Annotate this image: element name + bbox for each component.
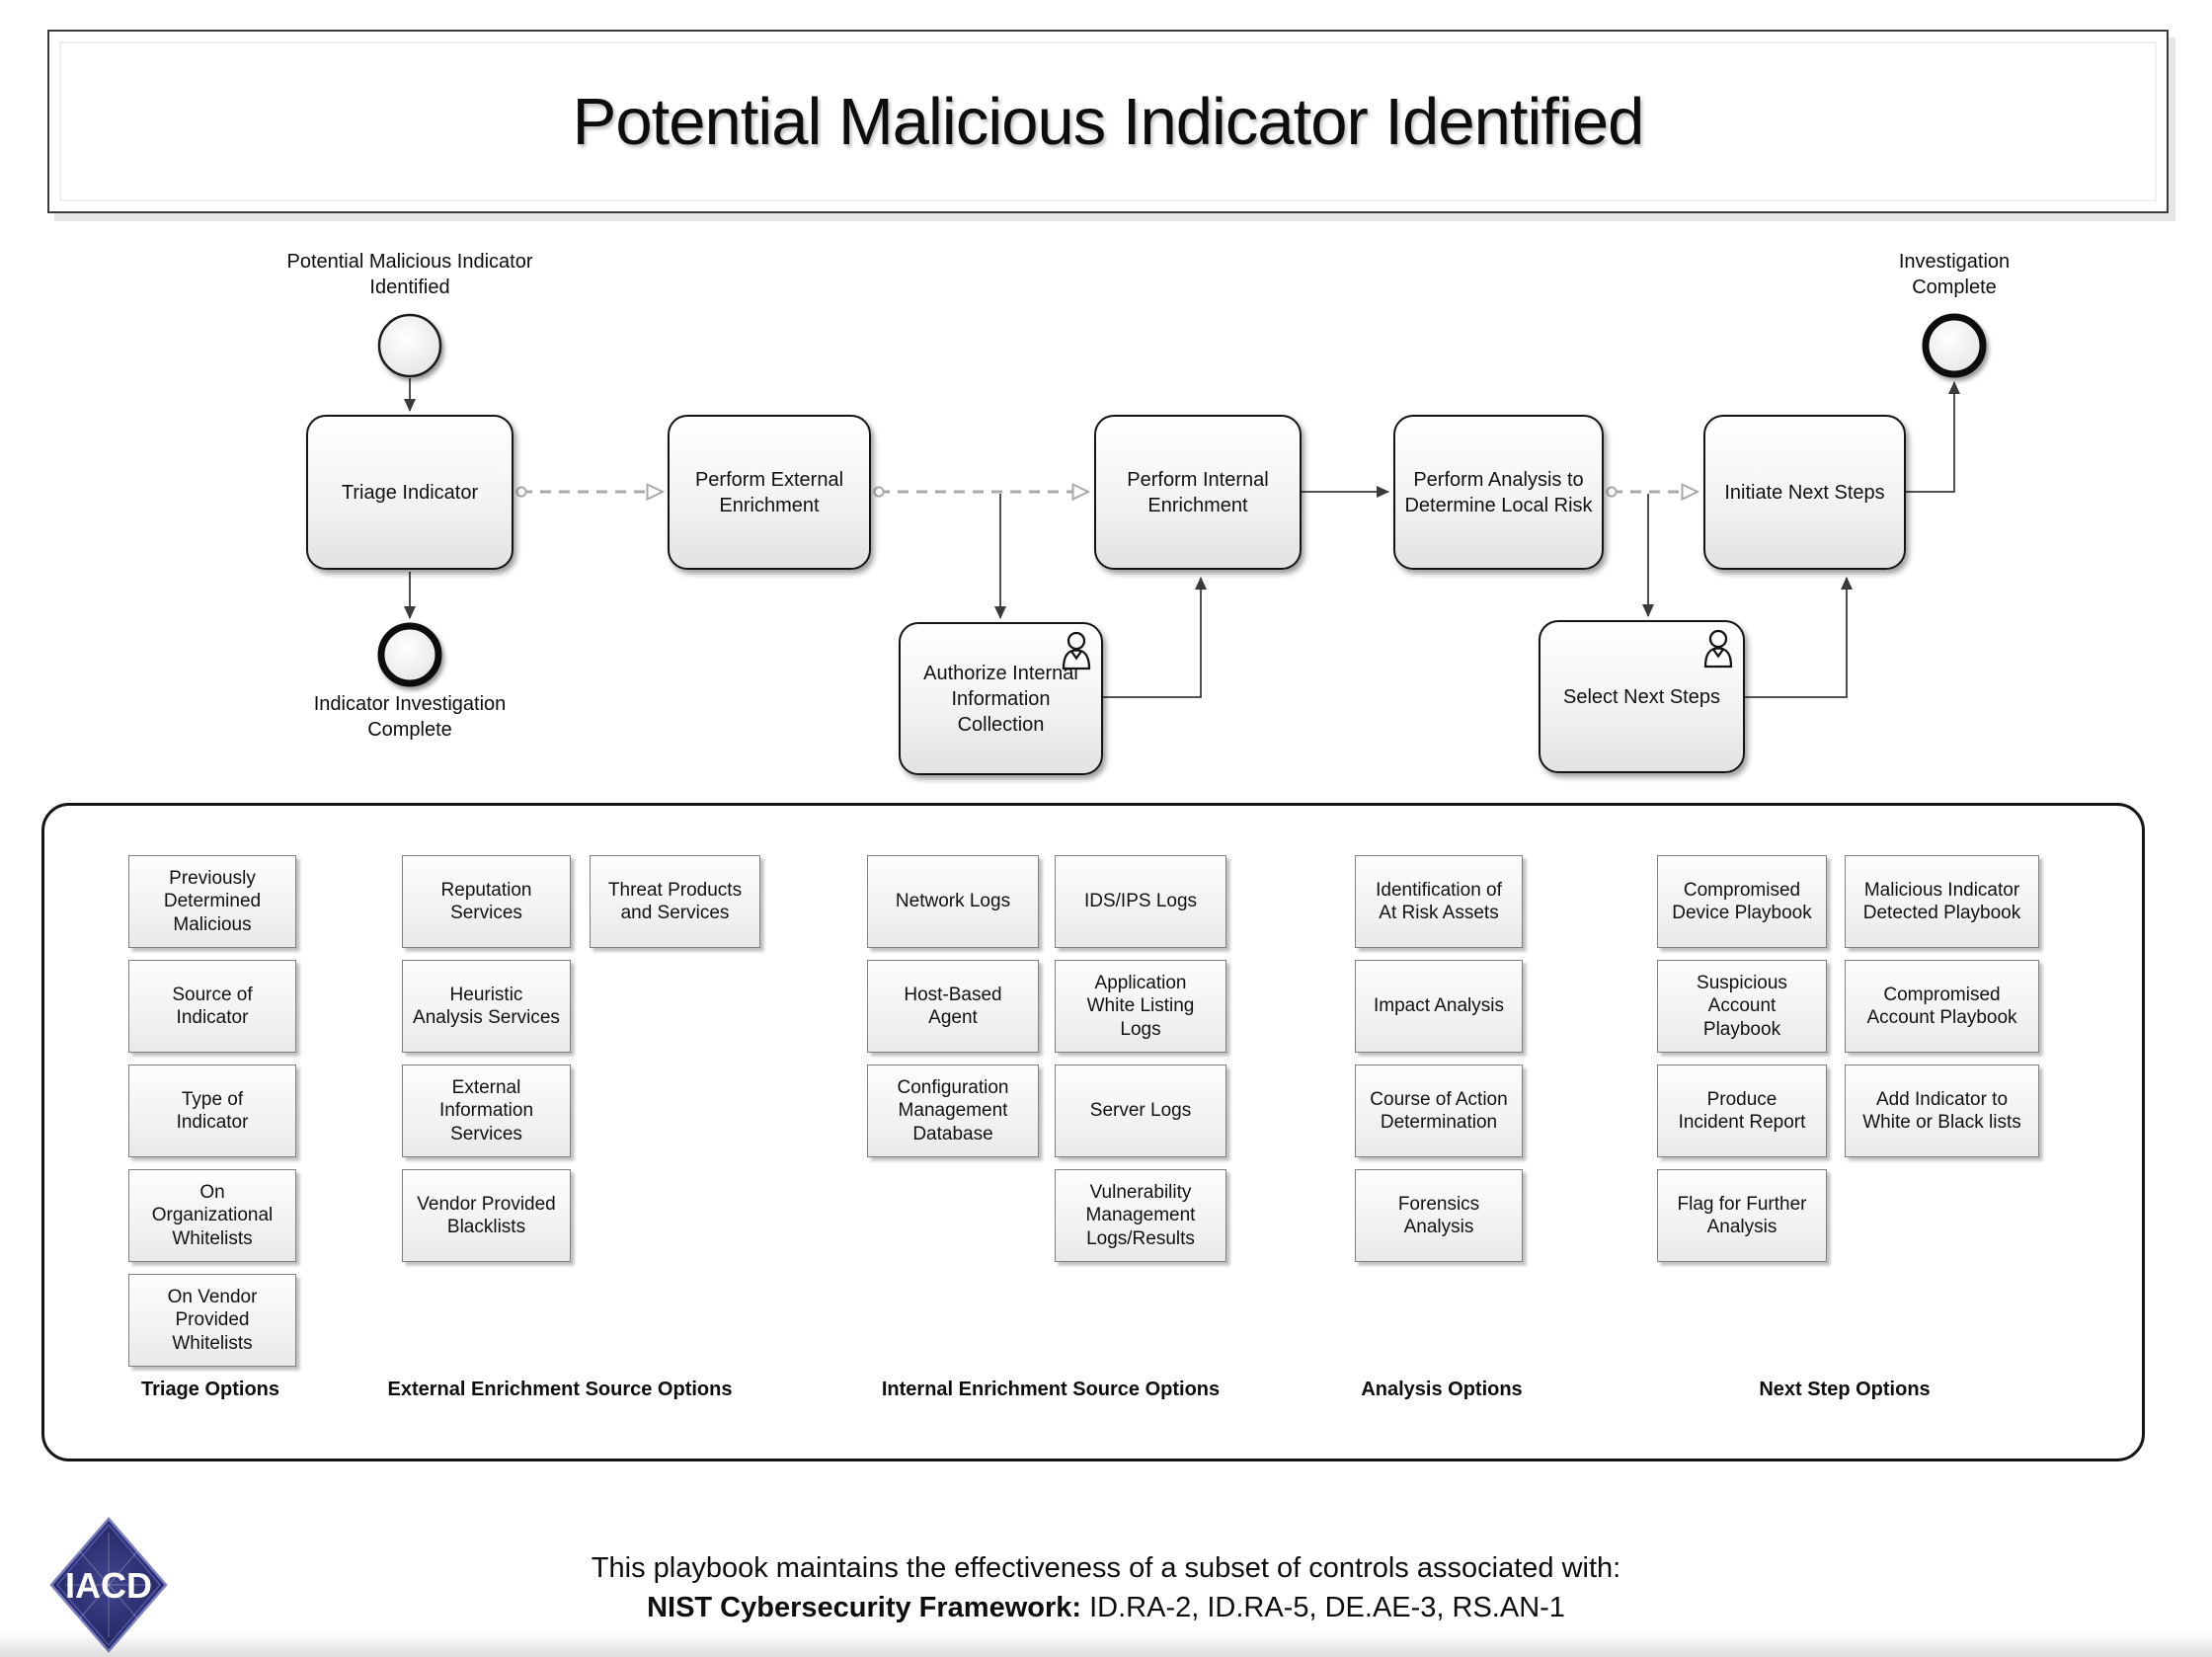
option-box: Type of Indicator: [128, 1065, 296, 1157]
task-perform-analysis-local-risk: Perform Analysis to Determine Local Risk: [1393, 415, 1604, 570]
option-box: Server Logs: [1055, 1065, 1226, 1157]
option-box: Previously Determined Malicious: [128, 855, 296, 948]
start-event-circle: [377, 313, 442, 378]
option-box: Add Indicator to White or Black lists: [1845, 1065, 2039, 1157]
task-initiate-next-steps: Initiate Next Steps: [1703, 415, 1906, 570]
page-title: Potential Malicious Indicator Identified: [572, 84, 1645, 159]
options-group-label-next-steps: Next Step Options: [1759, 1379, 1931, 1400]
task-perform-external-enrichment: Perform External Enrichment: [668, 415, 871, 570]
option-box: Vulnerability Management Logs/Results: [1055, 1169, 1226, 1262]
option-box: Threat Products and Services: [590, 855, 760, 948]
options-group-label-triage: Triage Options: [140, 1379, 280, 1400]
option-box: Course of Action Determination: [1355, 1065, 1523, 1157]
user-task-icon: [1703, 629, 1733, 669]
flow-select-to-initiate: [1745, 577, 1853, 698]
option-box: Produce Incident Report: [1657, 1065, 1827, 1157]
task-label: Select Next Steps: [1563, 685, 1720, 708]
footer-line1: This playbook maintains the effectivenes…: [591, 1552, 1621, 1584]
option-box: Suspicious Account Playbook: [1657, 960, 1827, 1053]
option-box: Application White Listing Logs: [1055, 960, 1226, 1053]
footer-nist-line: NIST Cybersecurity Framework: ID.RA-2, I…: [198, 1592, 2014, 1624]
option-box: Configuration Management Database: [867, 1065, 1039, 1157]
option-box: External Information Services: [402, 1065, 571, 1157]
user-task-icon: [1062, 631, 1091, 671]
page-bottom-shade: [0, 1631, 2212, 1657]
iacd-logo-text: IACD: [65, 1565, 152, 1606]
option-box: Compromised Device Playbook: [1657, 855, 1827, 948]
option-box: Malicious Indicator Detected Playbook: [1845, 855, 2039, 948]
task-select-next-steps: Select Next Steps: [1539, 620, 1745, 773]
title-box: Potential Malicious Indicator Identified: [47, 30, 2169, 213]
option-box: Compromised Account Playbook: [1845, 960, 2039, 1053]
option-box: IDS/IPS Logs: [1055, 855, 1226, 948]
option-box: Network Logs: [867, 855, 1039, 948]
flow-authorize-to-internal: [1103, 577, 1207, 698]
task-label: Authorize Internal Information Collectio…: [923, 662, 1078, 736]
end-event-indicator-circle: [377, 622, 442, 687]
option-box: Heuristic Analysis Services: [402, 960, 571, 1053]
task-authorize-internal-information-collection: Authorize Internal Information Collectio…: [899, 622, 1103, 775]
option-box: Identification of At Risk Assets: [1355, 855, 1523, 948]
options-group-label-external: External Enrichment Source Options: [387, 1379, 733, 1400]
option-box: Flag for Further Analysis: [1657, 1169, 1827, 1262]
option-box: Reputation Services: [402, 855, 571, 948]
end-event-investigation-label: Investigation Complete: [1898, 251, 2011, 298]
flow-initiate-to-investigation-complete: [1906, 381, 1960, 493]
footer-nist-codes: ID.RA-2, ID.RA-5, DE.AE-3, RS.AN-1: [1089, 1592, 1565, 1623]
options-group-label-internal: Internal Enrichment Source Options: [881, 1379, 1221, 1400]
end-event-investigation-circle: [1922, 313, 1987, 378]
footer-nist-label: NIST Cybersecurity Framework:: [647, 1592, 1082, 1623]
option-box: Vendor Provided Blacklists: [402, 1169, 571, 1262]
option-box: Forensics Analysis: [1355, 1169, 1523, 1262]
option-box: Source of Indicator: [128, 960, 296, 1053]
end-event-indicator-label: Indicator Investigation Complete: [313, 693, 507, 741]
option-box: Impact Analysis: [1355, 960, 1523, 1053]
option-box: On Vendor Provided Whitelists: [128, 1274, 296, 1367]
options-group-label-analysis: Analysis Options: [1361, 1379, 1523, 1400]
task-triage-indicator: Triage Indicator: [306, 415, 514, 570]
iacd-diamond: IACD: [49, 1517, 168, 1653]
task-perform-internal-enrichment: Perform Internal Enrichment: [1094, 415, 1302, 570]
start-event-label: Potential Malicious Indicator Identified: [286, 251, 533, 298]
option-box: On Organizational Whitelists: [128, 1169, 296, 1262]
iacd-logo: IACD: [49, 1517, 168, 1653]
option-box: Host-Based Agent: [867, 960, 1039, 1053]
